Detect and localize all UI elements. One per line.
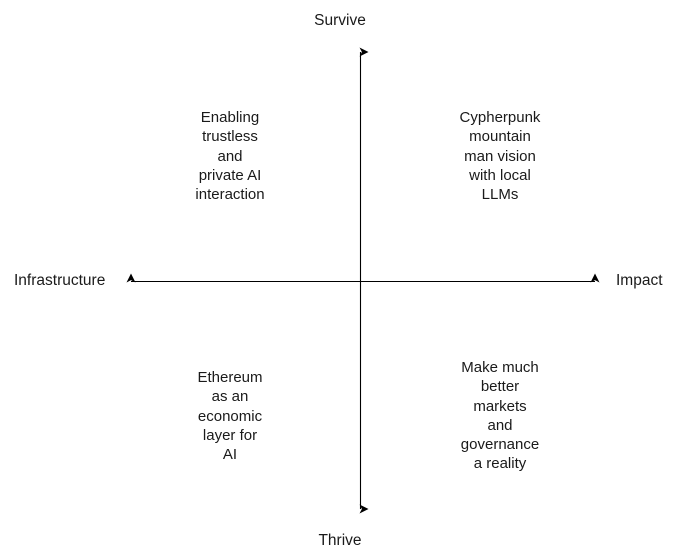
quadrant-label-line: markets [473,397,527,415]
axis-label-infrastructure: Infrastructure [14,272,106,289]
quadrant-label-line: private AI [198,166,262,184]
quadrant-label-line: LLMs [481,186,519,204]
quadrant-label-line: a reality [473,455,527,473]
quadrant-label-line: Make much [461,359,539,376]
quadrant-label-line: layer for [202,426,258,444]
quadrant-label-line: with local [469,166,531,184]
axis-label-impact: Impact [616,272,663,289]
quadrant-label-line: AI [222,446,238,464]
quadrant-label-line: Ethereum [197,369,263,386]
axis-label-thrive: Thrive [318,532,362,549]
quadrant-label-line: better [480,378,520,396]
axis-label-survive: Survive [314,12,366,29]
quadrant-label-line: Cypherpunk [459,109,541,126]
quadrant-label-line: and [217,147,243,165]
quadrant-label-line: man vision [464,147,536,165]
quadrant-label-line: governance [460,436,540,454]
quadrant-label-line: trustless [202,128,258,146]
quadrant-label-line: as an [211,388,249,406]
quadrant-label-line: interaction [195,186,265,204]
quadrant-label-line: Enabling [200,109,260,126]
quadrant-label-line: mountain [469,128,531,146]
quadrant-label-line: and [487,416,513,434]
quadrant-label-line: economic [197,407,263,425]
